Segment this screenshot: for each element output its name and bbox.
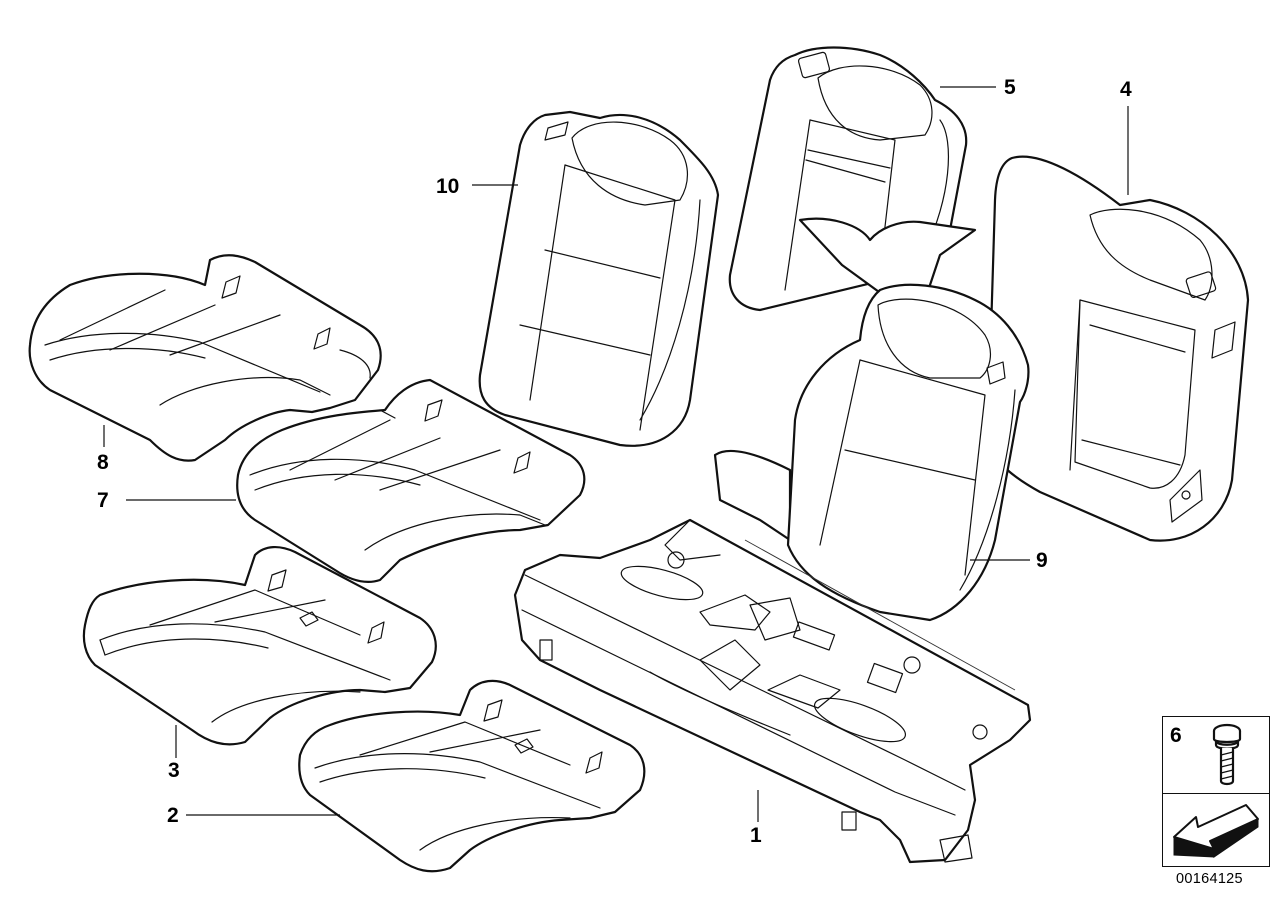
- callout-part-2: 2: [167, 804, 179, 827]
- callout-part-1: 1: [750, 824, 762, 847]
- callout-part-7: 7: [97, 489, 109, 512]
- callout-part-3: 3: [168, 759, 180, 782]
- seat-cushion-part-3[interactable]: [82, 546, 437, 746]
- callout-part-6: 6: [1170, 724, 1182, 747]
- seat-cushion-part-7[interactable]: [236, 378, 586, 584]
- callout-part-5: 5: [1004, 76, 1016, 99]
- seat-cushion-part-2[interactable]: [298, 679, 646, 873]
- backrest-right-part-4[interactable]: [986, 155, 1250, 542]
- seat-cushion-part-8[interactable]: [28, 254, 382, 462]
- seat-base-part-1[interactable]: [513, 518, 1032, 864]
- callout-part-10: 10: [436, 175, 460, 198]
- diagram-number: 00164125: [1176, 871, 1243, 887]
- direction-arrow-panel: [1162, 793, 1270, 867]
- callout-part-4: 4: [1120, 78, 1132, 101]
- callout-part-9: 9: [1036, 549, 1048, 572]
- callout-part-8: 8: [97, 451, 109, 474]
- leader-lines: [103, 86, 1129, 822]
- backrest-front-part-9[interactable]: [713, 217, 1030, 622]
- part-6-panel[interactable]: 6: [1162, 716, 1270, 796]
- backrest-left-part-10[interactable]: [478, 110, 720, 447]
- screw-icon: [1212, 723, 1242, 786]
- arrow-down-left-icon: [1173, 804, 1259, 858]
